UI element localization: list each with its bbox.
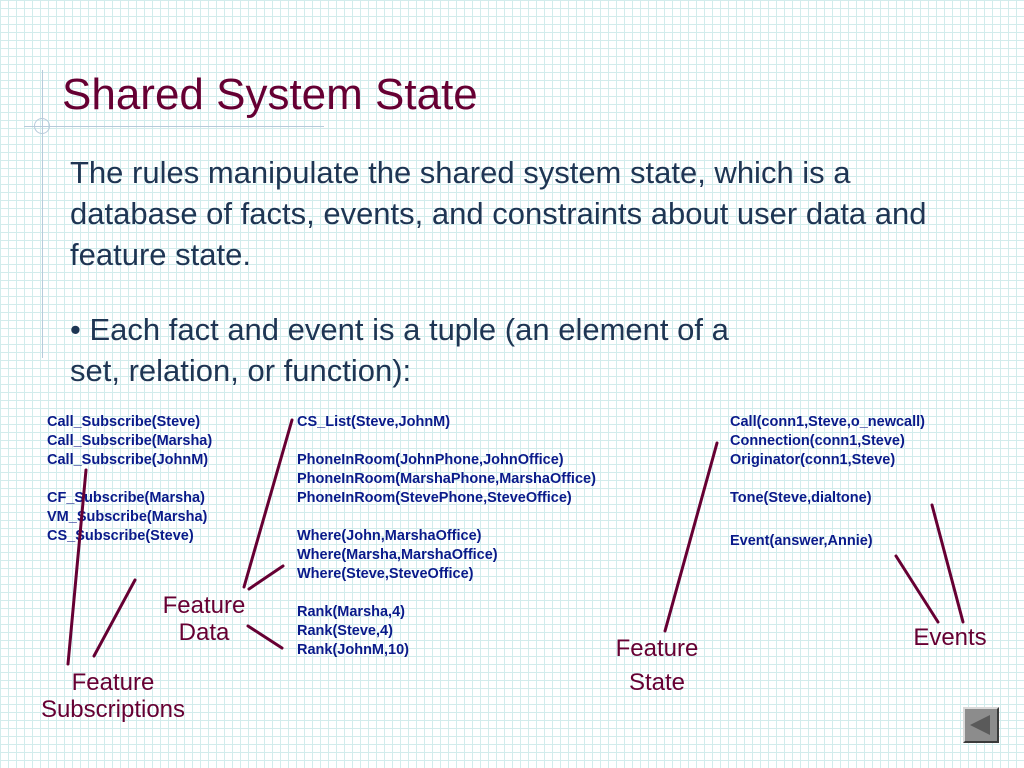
tuple-item: Call(conn1,Steve,o_newcall) [730,414,926,430]
tuple-item: PhoneInRoom(StevePhone,SteveOffice) [297,490,572,506]
callout-line: Feature [71,669,155,696]
data-connector-3 [246,624,284,650]
tuple-item: Tone(Steve,dialtone) [730,490,872,506]
tuple-item: PhoneInRoom(JohnPhone,JohnOffice) [297,452,564,468]
bullet-line-1: • Each fact and event is a tuple (an ele… [70,312,729,347]
callout-line: Feature [615,635,699,662]
data-connector-2 [247,564,285,591]
tuple-item: Call_Subscribe(Steve) [47,414,201,430]
tuple-item: Connection(conn1,Steve) [730,433,905,449]
data-connector-1 [242,418,294,589]
feature-data-label: Feature Data [145,592,263,646]
callout-line: Events [913,624,987,651]
events-connector-2 [930,503,965,624]
tuple-item: Where(Marsha,MarshaOffice) [297,547,498,563]
tuple-item: Originator(conn1,Steve) [730,452,896,468]
state-event-tuples-list: Call(conn1,Steve,o_newcall) Connection(c… [730,413,925,551]
callout-line: Data [178,619,230,646]
feature-subscriptions-label: Feature Subscriptions [18,669,208,723]
tuple-item: CS_Subscribe(Steve) [47,528,194,544]
decorative-guide-line-horizontal [24,126,324,127]
tuple-item: Where(John,MarshaOffice) [297,528,482,544]
callout-line: State [628,669,686,696]
decorative-guide-line-vertical [42,70,43,358]
feature-data-tuples-list: CS_List(Steve,JohnM) PhoneInRoom(JohnPho… [297,413,596,660]
tuple-item: Rank(JohnM,10) [297,642,409,658]
tuple-item: Rank(Marsha,4) [297,604,405,620]
state-connector [663,441,719,633]
subscriptions-connector-2 [92,578,137,658]
slide-title: Shared System State [62,70,478,119]
decorative-guide-circle [34,118,50,134]
tuple-item: Call_Subscribe(Marsha) [47,433,213,449]
tuple-item: CF_Subscribe(Marsha) [47,490,205,506]
intro-paragraph: The rules manipulate the shared system s… [70,155,927,272]
tuple-item: Event(answer,Annie) [730,533,873,549]
subscription-tuples-list: Call_Subscribe(Steve) Call_Subscribe(Mar… [47,413,212,546]
events-label: Events [895,624,1005,651]
tuple-item: Where(Steve,SteveOffice) [297,566,474,582]
triangle-left-icon [970,715,990,735]
back-button[interactable] [963,707,999,743]
tuple-item: PhoneInRoom(MarshaPhone,MarshaOffice) [297,471,596,487]
callout-line: Subscriptions [40,696,186,723]
bullet-line-2: set, relation, or function): [70,353,412,388]
tuple-item: Rank(Steve,4) [297,623,393,639]
tuple-item: CS_List(Steve,JohnM) [297,414,451,430]
tuple-item: Call_Subscribe(JohnM) [47,452,209,468]
feature-state-label: Feature State [592,632,722,700]
callout-line: Feature [162,592,246,619]
subscriptions-connector-1 [66,468,88,666]
bullet-paragraph: • Each fact and event is a tuple (an ele… [70,309,970,391]
events-connector-1 [894,554,940,624]
tuple-item: VM_Subscribe(Marsha) [47,509,208,525]
